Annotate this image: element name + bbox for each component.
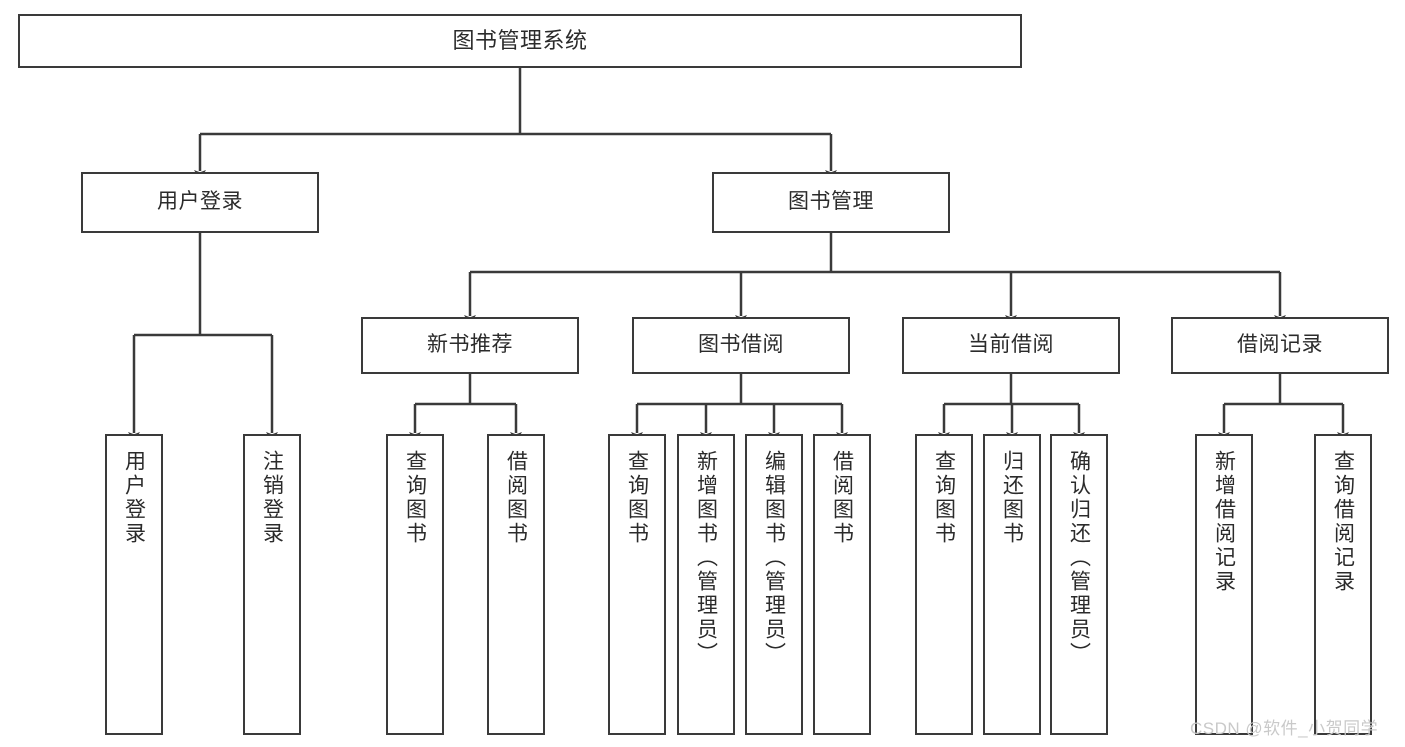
node-label: 借阅图书 — [504, 450, 528, 546]
node-book-borrow[interactable]: 图书借阅 — [632, 317, 850, 374]
node-leaf-query-book-borrow[interactable]: 查询图书 — [608, 434, 666, 735]
node-label: 查询图书 — [625, 450, 649, 546]
node-label: 用户登录 — [122, 450, 146, 546]
node-label: 新书推荐 — [427, 333, 513, 357]
node-label: 查询图书 — [403, 450, 427, 546]
edges — [128, 68, 1349, 442]
node-leaf-edit-book[interactable]: 编辑图书（管理员） — [745, 434, 803, 735]
node-label: 编辑图书（管理员） — [762, 450, 786, 666]
node-label: 借阅图书 — [830, 450, 854, 546]
node-label: 确认归还（管理员） — [1067, 450, 1091, 666]
node-borrow-record[interactable]: 借阅记录 — [1171, 317, 1389, 374]
node-leaf-return-book[interactable]: 归还图书 — [983, 434, 1041, 735]
node-leaf-query-book-recommend[interactable]: 查询图书 — [386, 434, 444, 735]
node-label: 归还图书 — [1000, 450, 1024, 546]
node-label: 当前借阅 — [968, 333, 1054, 357]
node-new-book-recommend[interactable]: 新书推荐 — [361, 317, 579, 374]
node-leaf-user-logout[interactable]: 注销登录 — [243, 434, 301, 735]
node-leaf-borrow-book[interactable]: 借阅图书 — [813, 434, 871, 735]
node-label: 新增图书（管理员） — [694, 450, 718, 666]
node-current-borrow[interactable]: 当前借阅 — [902, 317, 1120, 374]
node-label: 用户登录 — [157, 190, 243, 214]
csdn-watermark: CSDN @软件_小贺同学 — [1190, 719, 1379, 738]
node-label: 注销登录 — [260, 450, 284, 546]
node-label: 借阅记录 — [1237, 333, 1323, 357]
node-leaf-query-borrow-record[interactable]: 查询借阅记录 — [1314, 434, 1372, 735]
node-label: 查询图书 — [932, 450, 956, 546]
node-root[interactable]: 图书管理系统 — [18, 14, 1022, 68]
node-label: 图书借阅 — [698, 333, 784, 357]
node-leaf-borrow-book-recommend[interactable]: 借阅图书 — [487, 434, 545, 735]
node-leaf-add-book[interactable]: 新增图书（管理员） — [677, 434, 735, 735]
node-label: 图书管理系统 — [452, 28, 588, 54]
node-book-manage[interactable]: 图书管理 — [712, 172, 950, 233]
node-leaf-user-login[interactable]: 用户登录 — [105, 434, 163, 735]
node-leaf-query-book-current[interactable]: 查询图书 — [915, 434, 973, 735]
node-user-login[interactable]: 用户登录 — [81, 172, 319, 233]
node-label: 新增借阅记录 — [1212, 450, 1236, 594]
node-leaf-add-borrow-record[interactable]: 新增借阅记录 — [1195, 434, 1253, 735]
node-leaf-confirm-return[interactable]: 确认归还（管理员） — [1050, 434, 1108, 735]
node-label: 查询借阅记录 — [1331, 450, 1355, 594]
node-label: 图书管理 — [788, 190, 874, 214]
